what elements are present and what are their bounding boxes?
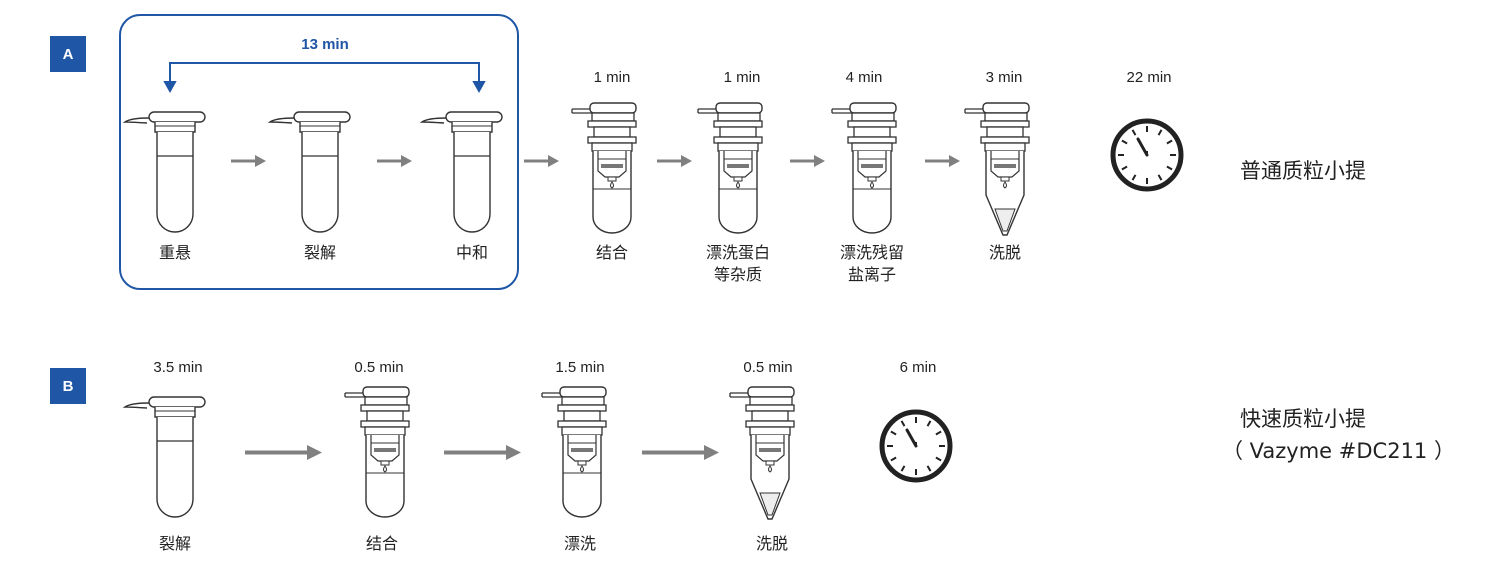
product-code: （ Vazyme #DC211 ）	[1222, 439, 1455, 463]
column-bind	[571, 102, 637, 234]
time-lysis-b: 3.5 min	[153, 359, 203, 376]
time-wash-salt: 4 min	[845, 69, 883, 86]
bracket-time-label: 13 min	[301, 36, 349, 53]
bracket-13min	[163, 62, 486, 94]
step-wash-protein: 漂洗蛋白 等杂质	[668, 242, 808, 286]
clock-icon-b	[882, 412, 950, 480]
step-lysis: 裂解	[303, 243, 336, 262]
panel-a-arrows	[231, 155, 960, 167]
method-name-b: 快速质粒小提	[1240, 407, 1366, 431]
step-wash-salt: 漂洗残留 盐离子	[802, 242, 942, 286]
step-lysis-b: 裂解	[158, 534, 191, 553]
step-bind-b: 结合	[365, 534, 398, 553]
column-wash-b	[541, 386, 607, 518]
column-bind-b	[344, 386, 410, 518]
time-bind-b: 0.5 min	[354, 359, 404, 376]
column-elute	[964, 102, 1030, 236]
time-total-a: 22 min	[1126, 69, 1172, 86]
time-bind: 1 min	[593, 69, 631, 86]
step-resuspend: 重悬	[158, 243, 191, 262]
time-total-b: 6 min	[899, 359, 937, 376]
time-elute-b: 0.5 min	[743, 359, 793, 376]
step-wash-protein-line2: 等杂质	[713, 265, 762, 284]
step-bind: 结合	[595, 243, 628, 262]
panel-a-frame	[119, 14, 519, 290]
time-wash-protein: 1 min	[723, 69, 761, 86]
column-wash-salt	[831, 102, 897, 234]
step-neutralize: 中和	[455, 243, 488, 262]
tube-lysis-b	[124, 396, 206, 518]
step-wash-b: 漂洗	[563, 534, 596, 553]
time-elute: 3 min	[985, 69, 1023, 86]
tube-lysis	[269, 111, 351, 233]
panel-b-badge: B	[50, 368, 86, 404]
step-elute: 洗脱	[988, 243, 1021, 262]
time-wash-b: 1.5 min	[555, 359, 605, 376]
tube-neutralize	[421, 111, 503, 233]
column-elute-b	[729, 386, 795, 520]
tube-resuspend	[124, 111, 206, 233]
clock-icon	[1113, 121, 1181, 189]
panel-b-arrows	[245, 445, 719, 460]
panel-a-badge: A	[50, 36, 86, 72]
step-wash-salt-line2: 盐离子	[847, 265, 896, 284]
method-name-a: 普通质粒小提	[1240, 159, 1366, 183]
step-wash-salt-line1: 漂洗残留	[839, 243, 904, 262]
column-wash-protein	[697, 102, 763, 234]
step-elute-b: 洗脱	[755, 534, 788, 553]
step-wash-protein-line1: 漂洗蛋白	[705, 243, 770, 262]
